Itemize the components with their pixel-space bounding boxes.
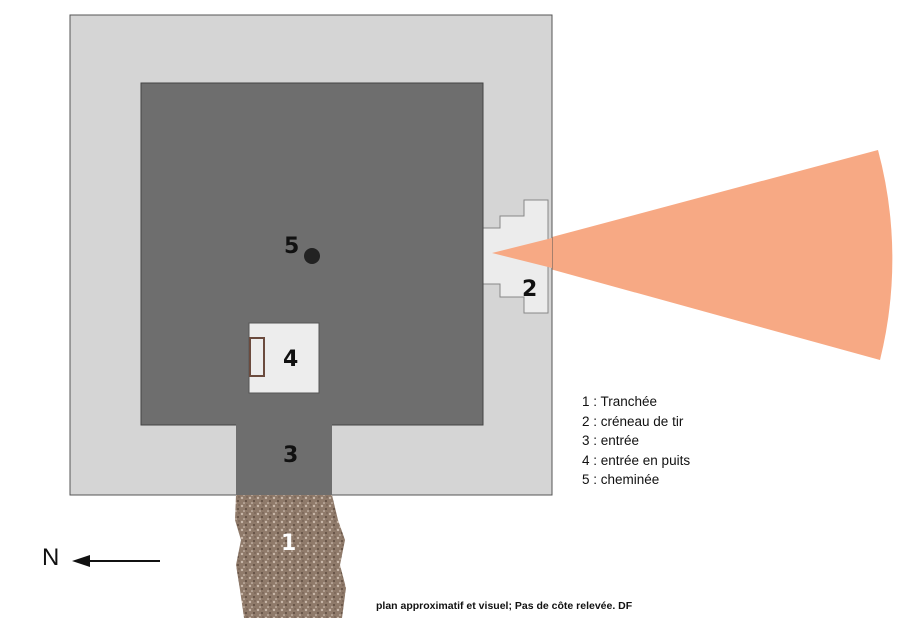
credit-note: plan approximatif et visuel; Pas de côte… <box>376 600 633 612</box>
legend-item: 2 : créneau de tir <box>582 413 684 429</box>
legend: 1 : Tranchée 2 : créneau de tir 3 : entr… <box>582 392 690 490</box>
shaft-entrance-box <box>248 322 320 394</box>
left-arrow-icon <box>72 555 90 567</box>
entrance-corridor <box>236 424 332 495</box>
label-shaft-entrance: 4 <box>283 347 298 372</box>
field-of-fire-overlay <box>492 238 552 268</box>
legend-item: 5 : cheminée <box>582 472 660 487</box>
label-chimney: 5 <box>284 234 299 259</box>
field-of-fire <box>492 150 893 360</box>
legend-item: 1 : Tranchée <box>582 394 658 409</box>
label-trench: 1 <box>281 531 296 556</box>
trench <box>235 495 346 618</box>
legend-item: 3 : entrée <box>582 433 640 448</box>
legend-item: 4 : entrée en puits <box>582 452 691 468</box>
chimney-hole <box>304 248 320 264</box>
north-label: N <box>42 544 60 571</box>
shaft-hatch <box>249 337 265 377</box>
label-entrance: 3 <box>283 443 298 468</box>
label-embrasure: 2 <box>522 277 537 302</box>
